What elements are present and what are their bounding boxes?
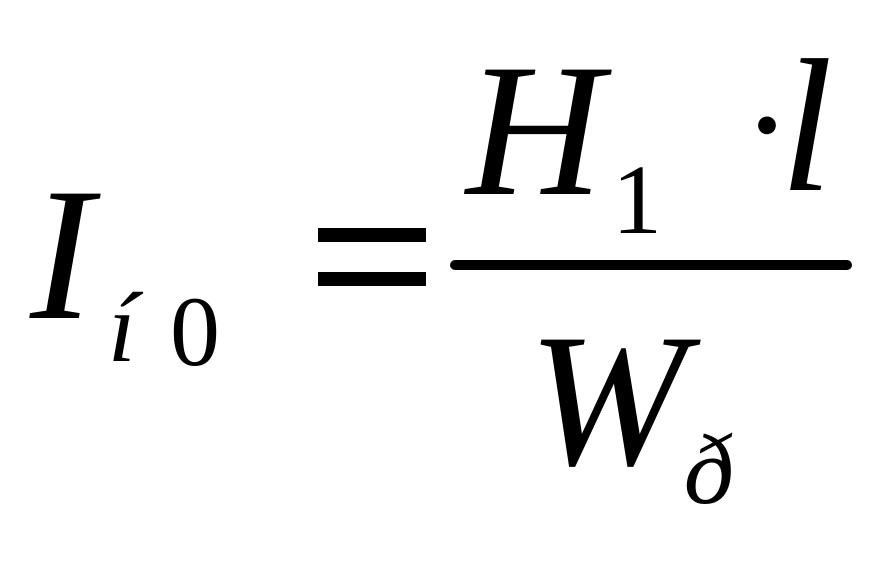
multiplication-dot: · (742, 42, 792, 208)
equals-sign-bottom-bar (318, 272, 426, 286)
lhs-symbol-i: I (30, 150, 94, 360)
fraction-bar (450, 260, 852, 270)
lhs-subscript-letter: í (108, 272, 136, 383)
numerator-symbol-l: l (780, 22, 833, 232)
denominator-symbol-w: W (528, 296, 687, 506)
numerator-symbol-h: H (466, 26, 604, 236)
denominator-subscript-eth: ð (684, 414, 734, 525)
numerator-subscript-one: 1 (612, 144, 662, 255)
equals-sign-top-bar (318, 228, 426, 242)
lhs-subscript-zero: 0 (170, 276, 220, 387)
